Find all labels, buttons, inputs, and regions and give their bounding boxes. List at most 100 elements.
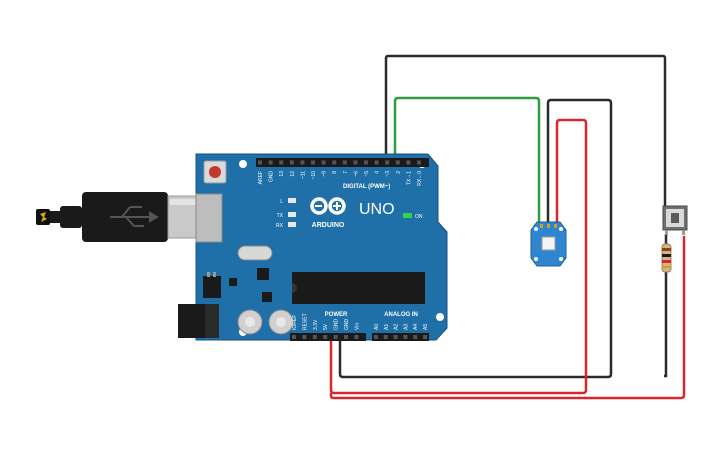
header-pin[interactable] [311, 160, 315, 165]
pin-label: 5V [323, 323, 329, 330]
header-pin[interactable] [333, 335, 338, 339]
pin-label: ~5 [364, 171, 370, 177]
header-pin[interactable] [279, 160, 284, 165]
header-pin[interactable] [406, 160, 411, 165]
pin-label: 2 [396, 171, 402, 174]
header-pin[interactable] [292, 335, 296, 339]
pin-label: ~6 [353, 171, 359, 177]
pin-label: A2 [394, 324, 400, 330]
arduino-logo-icon [310, 197, 346, 215]
mount-hole [239, 160, 247, 168]
board-brand: ARDUINO [312, 222, 345, 229]
pin-label: A0 [374, 324, 380, 330]
usb-icon [110, 206, 160, 227]
rgb-led-breakout[interactable] [530, 221, 567, 267]
analog-header [372, 333, 429, 341]
led-label-l: L [280, 199, 283, 205]
led-label-tx: TX [277, 213, 284, 219]
header-pin[interactable] [393, 335, 398, 339]
header-pin[interactable] [417, 160, 421, 165]
wire-red-resistor[interactable] [329, 236, 686, 400]
reset-button[interactable] [203, 160, 227, 184]
pin-label: TX→1 [406, 171, 412, 185]
wire-green-data[interactable] [393, 96, 541, 226]
header-pin[interactable] [353, 160, 358, 165]
power-header-title: POWER [325, 312, 348, 318]
pin-label: 13 [279, 171, 285, 177]
rgb-led-chip [541, 236, 556, 251]
pin-label: IOREF [292, 315, 298, 330]
header-pin[interactable] [374, 160, 379, 165]
crystal [237, 245, 273, 261]
pin-label: GND [344, 319, 350, 331]
header-pin[interactable] [354, 335, 359, 339]
resistor-lead [664, 234, 668, 378]
board-model: UNO [359, 201, 395, 218]
pin-label: ~9 [322, 171, 328, 177]
pin-label: 4 [375, 171, 381, 174]
header-pin[interactable] [321, 160, 326, 165]
header-pin[interactable] [344, 335, 348, 339]
pin-label: 12 [290, 171, 296, 177]
header-pin[interactable] [342, 160, 347, 165]
pin-label: A5 [423, 324, 429, 330]
capacitor [268, 309, 294, 335]
header-pin[interactable] [413, 335, 418, 339]
header-pin[interactable] [302, 335, 307, 339]
mount-hole [436, 313, 444, 321]
header-pin[interactable] [268, 160, 273, 165]
pin-label: ~3 [385, 171, 391, 177]
header-pin[interactable] [364, 160, 368, 165]
pin-label: RX←0 [417, 171, 423, 186]
pin-label: A4 [413, 324, 419, 330]
header-pin[interactable] [403, 335, 408, 339]
power-led [403, 213, 412, 218]
header-pin[interactable] [383, 335, 388, 339]
header-pin[interactable] [258, 160, 262, 165]
header-pin[interactable] [423, 335, 427, 339]
usb-cable[interactable] [36, 192, 221, 242]
arduino-uno-board[interactable]: L TX RX ARDUINO UNO ON AREF GND 13 12 ~11 ~10… [178, 153, 448, 341]
digital-header-title: DIGITAL (PWM~) [343, 184, 390, 190]
led-l [288, 198, 296, 203]
smd-chip [229, 278, 237, 286]
pin-label: A3 [403, 324, 409, 330]
pin-label: A1 [384, 324, 390, 330]
atmega-chip [292, 272, 425, 304]
header-pin[interactable] [312, 335, 317, 339]
usb-jack [195, 193, 223, 243]
pin-label: 8 [332, 171, 338, 174]
power-jack [178, 304, 219, 338]
header-pin[interactable] [323, 335, 328, 339]
pushbutton[interactable] [662, 205, 688, 235]
smd-chip [257, 268, 269, 280]
header-pin[interactable] [300, 160, 305, 165]
smd-chip [262, 292, 272, 302]
pin-label: GND [269, 171, 275, 183]
header-pin[interactable] [289, 160, 294, 165]
header-pin[interactable] [385, 160, 390, 165]
pin-label: Vin [354, 323, 360, 330]
pin-label: GND [334, 319, 340, 331]
power-header [290, 333, 366, 341]
wire-red-led-vcc[interactable] [329, 118, 588, 395]
resistor[interactable] [661, 243, 672, 273]
voltage-regulator [203, 276, 221, 298]
pin-label: 3.3V [313, 319, 319, 330]
digital-header [256, 158, 429, 167]
header-pin[interactable] [332, 160, 337, 165]
analog-header-title: ANALOG IN [384, 312, 418, 318]
header-pin[interactable] [395, 160, 400, 165]
on-label: ON [415, 214, 423, 220]
led-rx [288, 222, 296, 227]
led-label-rx: RX [276, 223, 284, 229]
pin-label: ~11 [300, 171, 306, 179]
capacitor [237, 309, 263, 335]
wire-black-led-gnd[interactable] [338, 98, 613, 379]
pin-label: ~10 [311, 171, 317, 180]
header-pin[interactable] [374, 335, 378, 339]
pin-label: AREF [258, 171, 264, 184]
led-tx [288, 212, 296, 217]
wire-black-button[interactable] [384, 54, 667, 210]
